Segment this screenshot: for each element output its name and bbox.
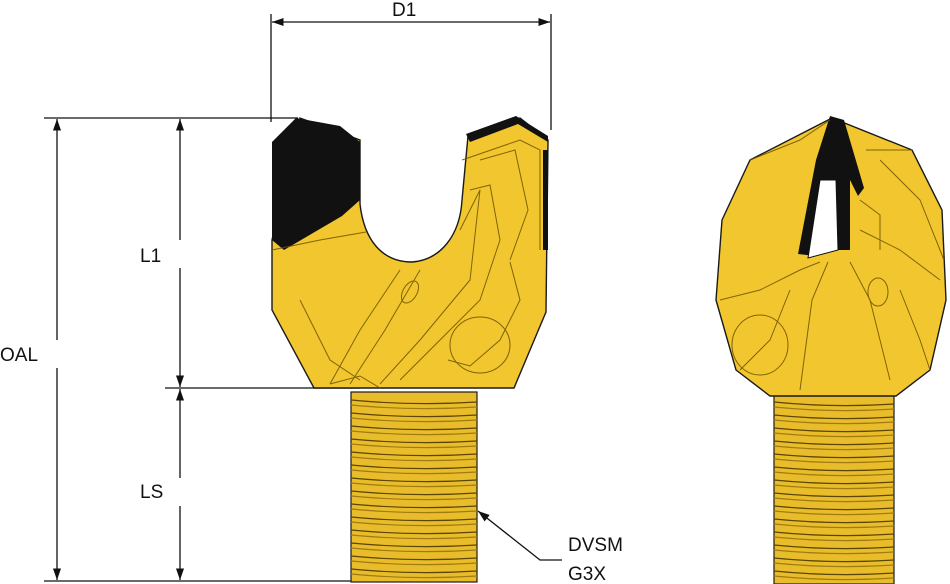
thread-ridge <box>773 401 895 407</box>
tool-side-view <box>715 116 947 584</box>
dim-label-oal: OAL <box>0 345 38 366</box>
thread-ridge <box>350 516 478 522</box>
thread-ridge <box>350 451 478 457</box>
thread-shadow <box>773 575 895 581</box>
thread-ridge <box>773 531 895 537</box>
carbide-insert-right <box>466 116 548 142</box>
thread-shadow <box>350 495 478 501</box>
thread-shadow <box>773 497 895 503</box>
thread-shadow <box>773 549 895 555</box>
thread-shadow <box>350 573 478 579</box>
thread-shadow <box>773 510 895 516</box>
thread-ridge <box>773 505 895 511</box>
thread-shadow <box>773 419 895 425</box>
thread-shadow <box>350 443 478 449</box>
thread-ridge <box>350 503 478 509</box>
thread-shadow <box>773 471 895 477</box>
thread-callout-line2: G3X <box>568 564 606 584</box>
thread-ridge <box>773 492 895 498</box>
thread-shadow <box>350 482 478 488</box>
thread-shadow <box>350 417 478 423</box>
thread-shadow <box>350 456 478 462</box>
thread-ridge <box>350 412 478 418</box>
thread-ridge <box>350 490 478 496</box>
thread-ridge <box>350 477 478 483</box>
tool-front-view <box>271 116 549 583</box>
thread-shadow <box>773 536 895 542</box>
thread-ridge <box>350 464 478 470</box>
thread-shadow <box>350 430 478 436</box>
thread-ridge <box>773 479 895 485</box>
thread-shadow <box>773 432 895 438</box>
dim-label-l1: L1 <box>140 246 161 267</box>
thread-ridge <box>350 529 478 535</box>
threaded-shank-front <box>350 391 478 583</box>
thread-shadow <box>350 521 478 527</box>
thread-callout-line1: DVSM <box>568 535 623 556</box>
head-body-side <box>715 117 947 397</box>
thread-shadow <box>350 534 478 540</box>
thread-shadow <box>350 469 478 475</box>
thread-ridge <box>773 544 895 550</box>
thread-shadow <box>350 404 478 410</box>
thread-ridge <box>773 440 895 446</box>
thread-ridge <box>773 466 895 472</box>
thread-ridge <box>350 425 478 431</box>
thread-ridge <box>773 414 895 420</box>
thread-shadow <box>773 484 895 490</box>
thread-shadow <box>773 523 895 529</box>
thread-ridge <box>350 568 478 574</box>
threaded-shank-side <box>773 393 895 584</box>
thread-shadow <box>773 458 895 464</box>
carbide-insert-left <box>272 118 360 250</box>
thread-ridge <box>773 427 895 433</box>
thread-ridge <box>350 399 478 405</box>
thread-shadow <box>350 547 478 553</box>
thread-shadow <box>773 562 895 568</box>
thread-shadow <box>773 406 895 412</box>
thread-ridge <box>773 557 895 563</box>
thread-shadow <box>350 560 478 566</box>
thread-ridge <box>773 453 895 459</box>
dim-label-d1: D1 <box>392 0 416 21</box>
dim-label-ls: LS <box>140 482 163 503</box>
thread-shadow <box>773 445 895 451</box>
thread-ridge <box>350 438 478 444</box>
thread-ridge <box>773 518 895 524</box>
thread-ridge <box>773 570 895 576</box>
thread-ridge <box>350 555 478 561</box>
thread-shadow <box>350 508 478 514</box>
thread-ridge <box>350 542 478 548</box>
